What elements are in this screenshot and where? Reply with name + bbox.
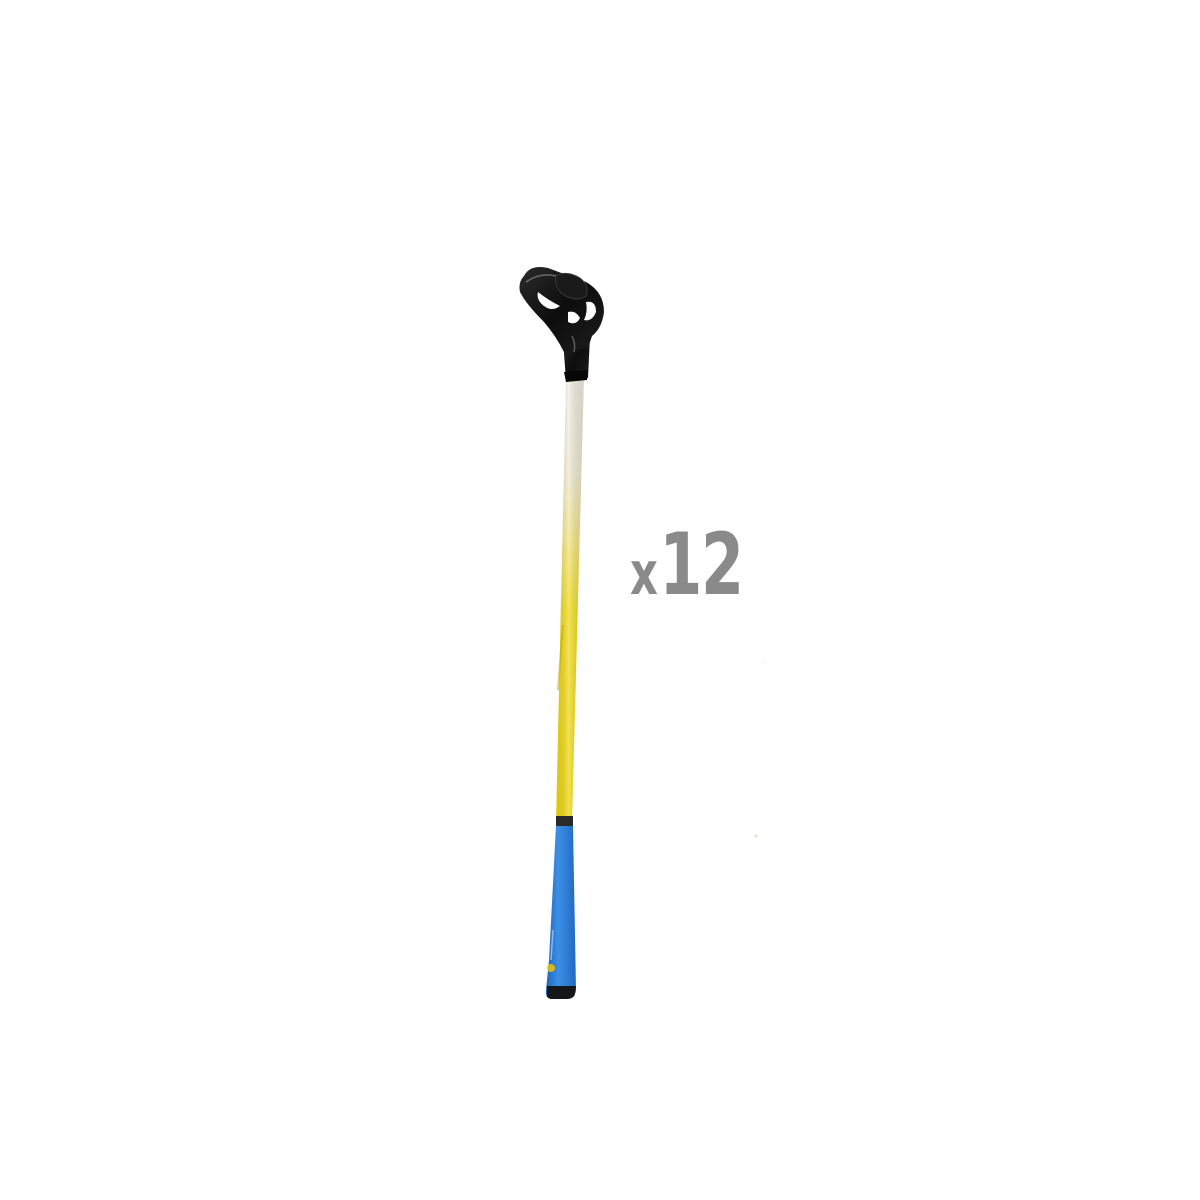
tool-shaft [556, 378, 584, 822]
tool-grip [545, 816, 576, 999]
quantity-value: 12 [659, 515, 744, 615]
speck [763, 661, 765, 663]
speck [754, 834, 758, 838]
quantity-prefix: x [630, 539, 660, 609]
quantity-label: x12 [630, 522, 744, 609]
tool-head [519, 267, 604, 382]
